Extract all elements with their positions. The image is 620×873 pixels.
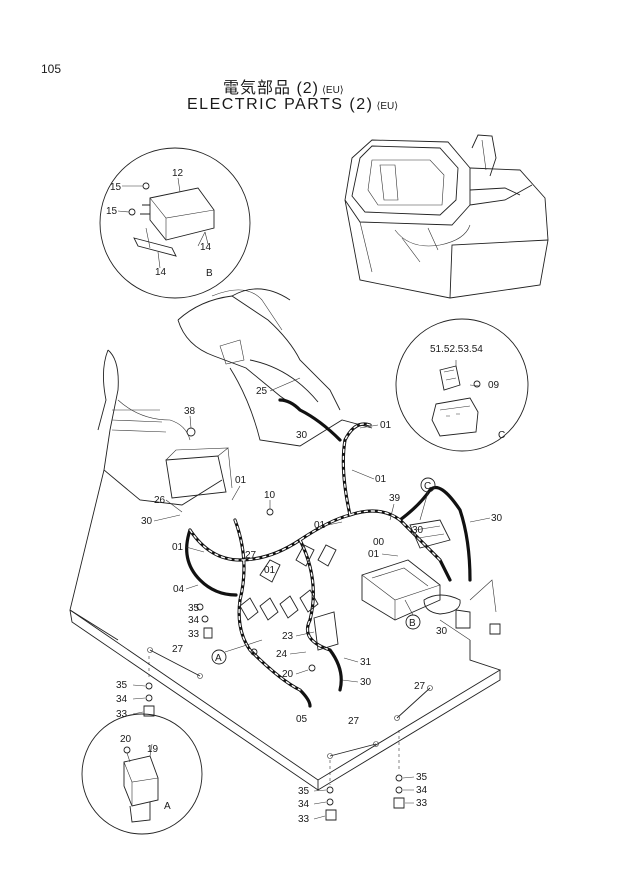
relay-23 [313,611,339,651]
label-20b: 20 [120,734,132,745]
title-en-text: ELECTRIC PARTS (2) [187,96,374,113]
label-10: 10 [264,490,276,501]
label-33b: 33 [116,709,128,720]
label-26: 26 [154,495,166,506]
label-25: 25 [256,386,268,397]
label-30b: 30 [141,516,153,527]
callout-a-circle [211,649,227,665]
boom-illustration [177,288,373,447]
label-01c: 01 [235,475,247,486]
left-body-illustration [69,349,233,641]
label-30a: 30 [296,430,308,441]
title-jp-text: 電気部品 (2) [223,80,320,97]
wire-harness [185,398,472,708]
label-04: 04 [173,584,185,595]
label-15a: 15 [110,182,122,193]
label-34d: 34 [416,785,428,796]
label-39: 39 [389,493,401,504]
label-14b: 14 [155,267,167,278]
label-33c: 33 [298,814,310,825]
label-35c: 35 [298,786,310,797]
label-01a: 01 [380,420,392,431]
label-01d: 01 [314,520,326,531]
callout-c-letter: C [424,481,431,492]
label-30f: 30 [360,677,372,688]
title-en-suffix: ⟨EU⟩ [376,101,399,112]
detail-c-label: C [498,430,505,441]
label-15b: 15 [106,206,118,217]
label-27c: 27 [414,681,426,692]
detail-b-label: B [206,268,213,279]
floor-plate [69,609,502,791]
label-27a: 27 [245,550,257,561]
label-30d: 30 [491,513,503,524]
label-51-54: 51.52.53.54 [430,344,483,355]
machine-overview-illustration [344,134,549,299]
detail-c-circle [395,318,529,452]
label-05: 05 [296,714,308,725]
label-27b: 27 [172,644,184,655]
callout-b-letter: B [409,618,416,629]
page-title-english: ELECTRIC PARTS (2)⟨EU⟩ [187,96,398,114]
label-33d: 33 [416,798,428,809]
hardware-items [143,508,433,821]
label-01b: 01 [375,474,387,485]
label-01f: 01 [264,565,276,576]
label-00: 00 [373,537,385,548]
label-01e: 01 [172,542,184,553]
label-20a: 20 [282,669,294,680]
callout-a-letter: A [215,653,222,664]
label-19: 19 [147,744,159,755]
controller-box [361,519,501,635]
label-35b: 35 [116,680,128,691]
label-09: 09 [488,380,500,391]
label-34a: 34 [188,615,200,626]
label-12: 12 [172,168,184,179]
label-31: 31 [360,657,372,668]
label-30e: 30 [436,626,448,637]
label-35a: 35 [188,603,200,614]
detail-a-circle [81,713,203,835]
label-34b: 34 [116,694,128,705]
page-title-japanese: 電気部品 (2)⟨EU⟩ [223,74,344,98]
label-23: 23 [282,631,294,642]
title-jp-suffix: ⟨EU⟩ [322,85,344,96]
label-33a: 33 [188,629,200,640]
label-30c: 30 [412,525,424,536]
page-number: 105 [41,62,62,76]
label-38: 38 [184,406,196,417]
label-35d: 35 [416,772,428,783]
detail-a-label: A [164,801,171,812]
label-27d: 27 [348,716,360,727]
label-24: 24 [276,649,288,660]
label-14a: 14 [200,242,212,253]
label-34c: 34 [298,799,310,810]
label-01g: 01 [368,549,380,560]
